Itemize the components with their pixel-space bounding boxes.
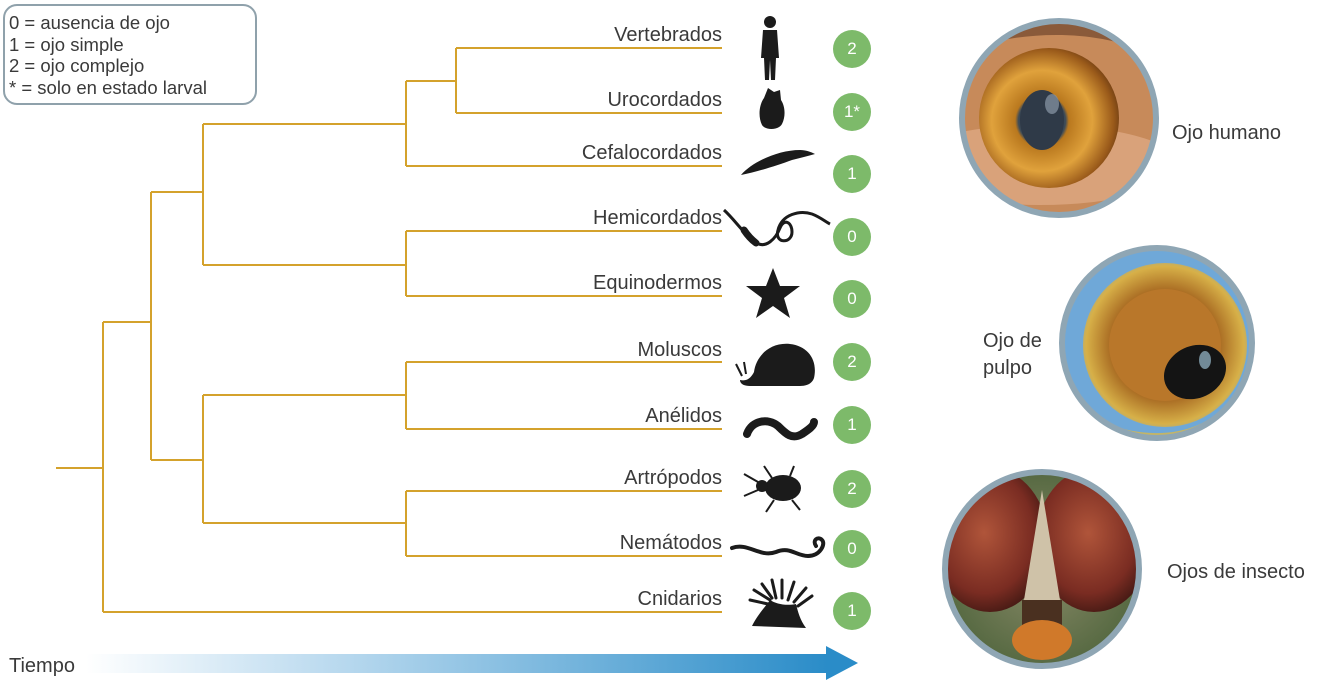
lancelet-silhouette-icon [741, 150, 815, 175]
taxon-label-cefalocordados: Cefalocordados [582, 142, 722, 164]
taxon-label-hemicordados: Hemicordados [593, 207, 722, 229]
taxon-label-cnidarios: Cnidarios [638, 588, 722, 610]
taxon-label-nematodos: Nemátodos [620, 532, 722, 554]
acorn-worm-silhouette-icon [724, 210, 830, 245]
caption-octopus-eye-line1: Ojo de [983, 330, 1042, 352]
insect-eyes-photo [932, 468, 1152, 672]
eye-type-badge: 0 [833, 218, 871, 256]
legend-item: * = solo en estado larval [9, 77, 255, 99]
eye-type-badge: 2 [833, 30, 871, 68]
legend-box: 0 = ausencia de ojo 1 = ojo simple 2 = o… [3, 4, 257, 105]
legend-item: 1 = ojo simple [9, 34, 255, 56]
eye-type-badge: 1* [833, 93, 871, 131]
phylogenetic-tree [56, 48, 722, 612]
eye-type-badge: 1 [833, 406, 871, 444]
eye-type-badge: 0 [833, 530, 871, 568]
snail-silhouette-icon [736, 344, 815, 386]
taxon-label-moluscos: Moluscos [638, 339, 722, 361]
taxon-label-vertebrados: Vertebrados [614, 24, 722, 46]
taxon-label-artropodos: Artrópodos [624, 467, 722, 489]
legend-item: 2 = ojo complejo [9, 55, 255, 77]
eye-type-badge: 2 [833, 470, 871, 508]
beetle-silhouette-icon [744, 466, 801, 512]
tunicate-silhouette-icon [760, 88, 785, 129]
taxon-label-equinodermos: Equinodermos [593, 272, 722, 294]
taxon-label-urocordados: Urocordados [607, 89, 722, 111]
caption-human-eye: Ojo humano [1172, 122, 1281, 144]
human-eye-photo [900, 10, 1180, 230]
legend-item: 0 = ausencia de ojo [9, 12, 255, 34]
eye-type-badge: 1 [833, 155, 871, 193]
eye-type-badge: 1 [833, 592, 871, 630]
caption-insect-eyes: Ojos de insecto [1167, 561, 1305, 583]
eye-type-badge: 0 [833, 280, 871, 318]
nematode-silhouette-icon [732, 538, 823, 556]
time-axis-label: Tiempo [9, 655, 75, 677]
octopus-eye-photo [1060, 246, 1260, 446]
taxon-label-anelidos: Anélidos [645, 405, 722, 427]
human-silhouette-icon [761, 16, 779, 80]
eye-type-badge: 2 [833, 343, 871, 381]
time-arrow [86, 646, 858, 680]
annelid-worm-silhouette-icon [747, 421, 814, 436]
caption-octopus-eye-line2: pulpo [983, 357, 1032, 379]
starfish-silhouette-icon [746, 268, 800, 318]
sea-anemone-silhouette-icon [750, 580, 812, 628]
